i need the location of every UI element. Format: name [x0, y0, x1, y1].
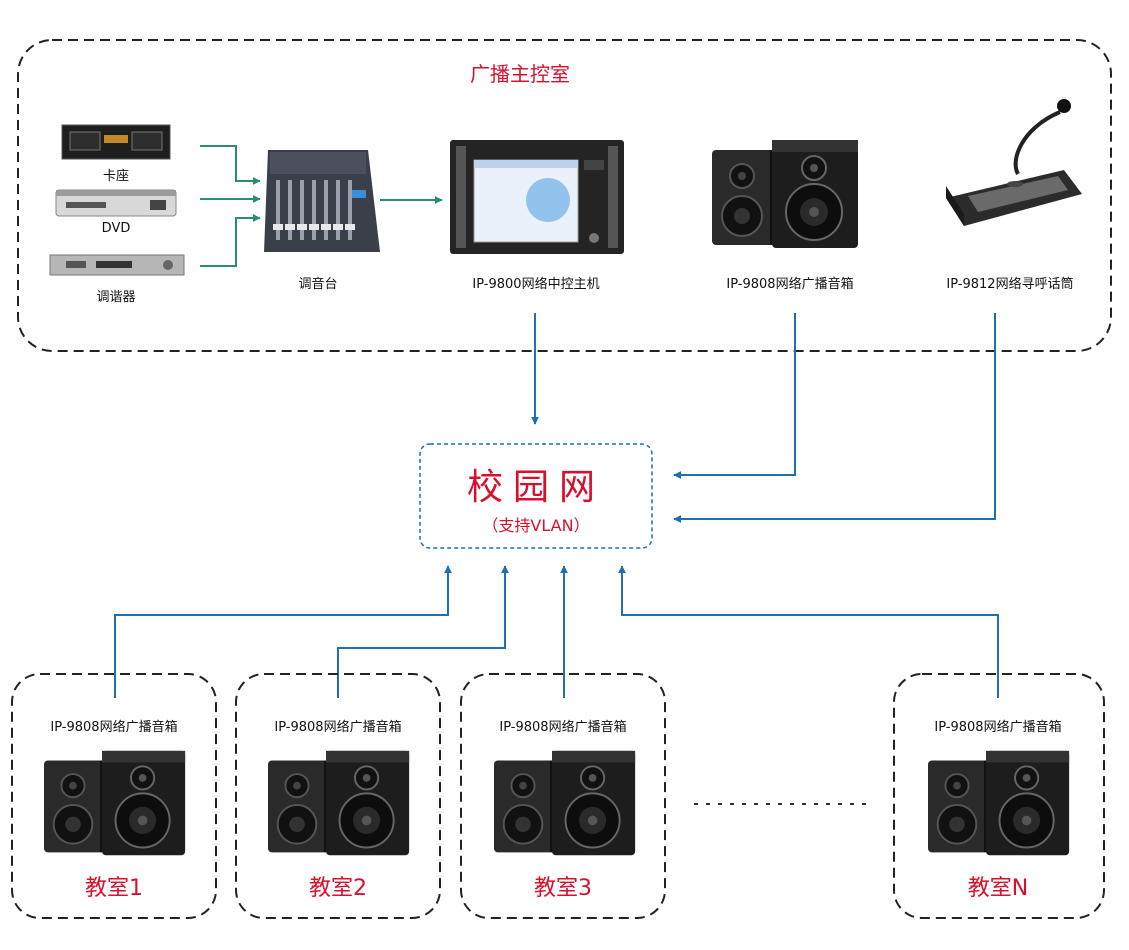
mixer-icon	[264, 150, 380, 252]
audio-line-tuner	[200, 214, 261, 267]
speaker-icon	[44, 750, 187, 857]
net-line-room1	[114, 565, 452, 698]
net-line-mic	[673, 313, 996, 523]
speaker-icon	[268, 750, 411, 857]
network-subtitle: （支持VLAN）	[482, 516, 590, 535]
classroom-device-label: IP-9808网络广播音箱	[934, 720, 1062, 735]
paging-microphone-icon	[946, 99, 1082, 226]
tuner-label: 调谐器	[96, 290, 136, 305]
control-room-frame	[17, 39, 1112, 352]
campus-network-box	[419, 443, 653, 549]
paging-mic-label: IP-9812网络寻呼话筒	[946, 277, 1074, 292]
classroom-name: 教室N	[967, 876, 1029, 901]
net-line-speaker	[673, 313, 796, 479]
classroom-device-label: IP-9808网络广播音箱	[499, 720, 627, 735]
classroom-frame-3	[460, 673, 666, 919]
server-host-icon	[450, 140, 624, 254]
speaker-icon	[712, 140, 859, 249]
speaker-label: IP-9808网络广播音箱	[726, 277, 854, 292]
net-line-room2	[337, 565, 509, 698]
classroom-device-label: IP-9808网络广播音箱	[274, 720, 402, 735]
mixer-label: 调音台	[298, 277, 338, 292]
dvd-player-label: DVD	[101, 221, 131, 236]
classroom-frame-n	[893, 673, 1105, 919]
classroom-frame-1	[11, 673, 217, 919]
speaker-icon	[494, 750, 637, 857]
audio-line-cassette	[200, 145, 261, 185]
classroom-name: 教室1	[85, 876, 143, 901]
net-line-roomN	[618, 565, 999, 698]
classroom-name: 教室2	[309, 876, 367, 901]
speaker-icon	[928, 750, 1071, 857]
classroom-frame-2	[235, 673, 441, 919]
classroom-device-label: IP-9808网络广播音箱	[50, 720, 178, 735]
host-label: IP-9800网络中控主机	[472, 277, 600, 292]
cassette-deck-label: 卡座	[102, 169, 129, 184]
dvd-player-icon	[55, 189, 177, 217]
control-room-title: 广播主控室	[470, 62, 570, 86]
tuner-icon	[49, 254, 185, 276]
classroom-name: 教室3	[534, 876, 592, 901]
cassette-deck-icon	[61, 124, 171, 160]
network-title: 校园网	[466, 467, 605, 508]
